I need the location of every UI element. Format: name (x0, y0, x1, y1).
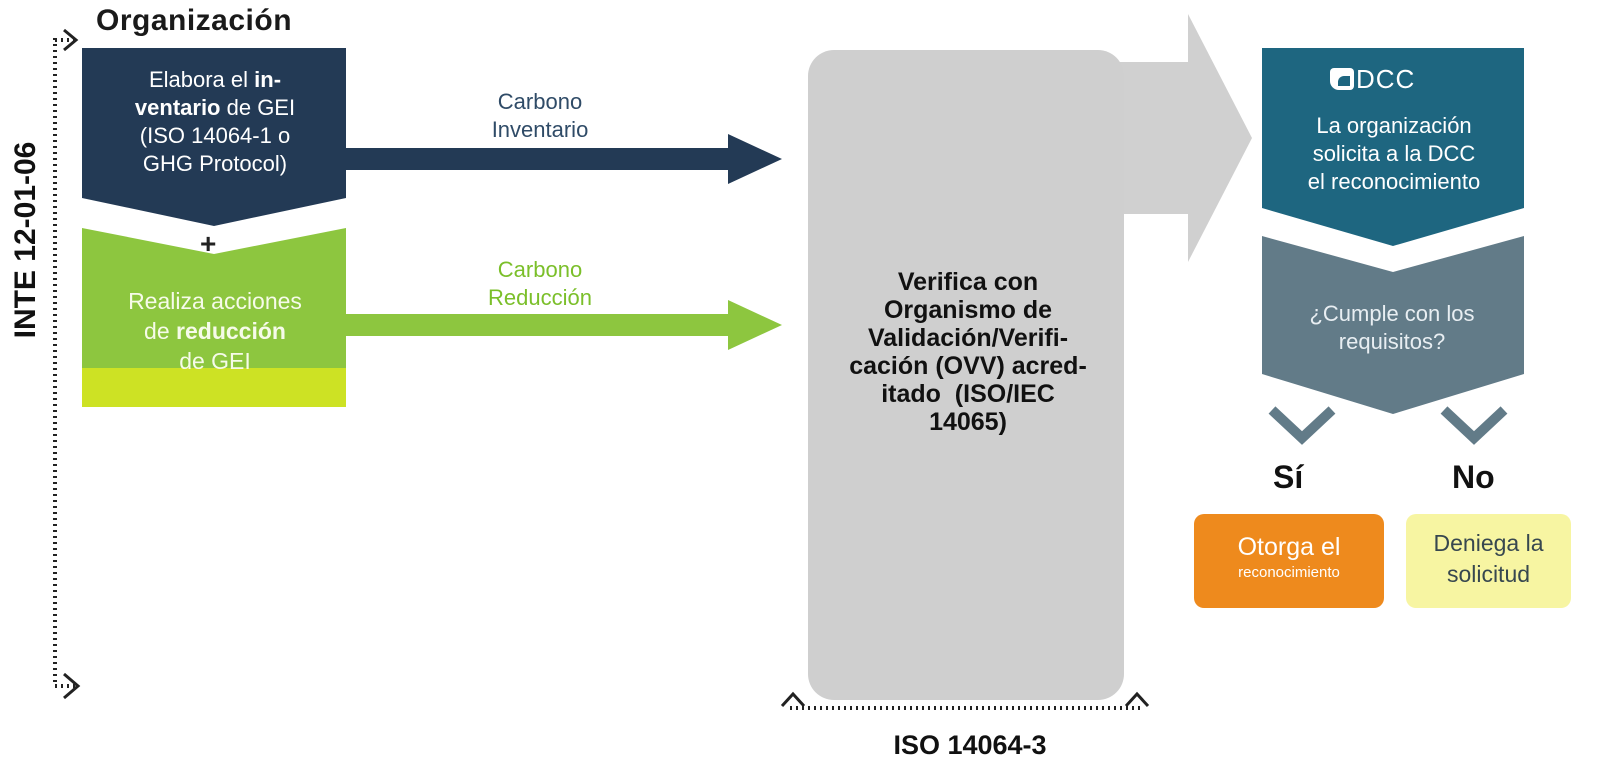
reduction-text-pre: de (144, 318, 177, 344)
dcc-text-line: el reconocimiento (1307, 169, 1481, 194)
reduction-text-line1: Realiza acciones (128, 288, 302, 314)
dcc-logo-text: DCC (1356, 64, 1416, 94)
verification-line: cación (OVV) acred- (849, 352, 1087, 380)
verification-panel (808, 50, 1124, 700)
inventory-box-text: Elabora el in- ventario de GEI (ISO 1406… (86, 66, 344, 178)
grant-line2: reconocimiento (1238, 564, 1340, 581)
requirements-text-line: requisitos? (1338, 329, 1446, 354)
dcc-box-text: La organización solicita a la DCC el rec… (1270, 112, 1518, 196)
grant-line1: Otorga el (1237, 533, 1341, 561)
reduction-arrow-head (728, 300, 782, 350)
deny-line1: Deniega la (1433, 530, 1544, 556)
verification-line: Organismo de (883, 296, 1053, 324)
inventory-text-line3: (ISO 14064-1 o (139, 123, 291, 148)
grant-recognition-box: Otorga el reconocimiento (1194, 514, 1384, 608)
reduction-arrow-shaft (346, 314, 740, 336)
dcc-text-line: La organización (1316, 113, 1472, 138)
requirements-text-line: ¿Cumple con los (1309, 301, 1475, 326)
iso-standard-label: ISO 14064-3 (893, 730, 1047, 760)
side-standard-label: INTE 12-01-06 (9, 141, 42, 339)
iso-right-chevron-icon (1124, 691, 1150, 708)
verification-line: Validación/Verifi- (867, 324, 1069, 352)
no-chevron-icon (1440, 406, 1508, 445)
inventory-text-bold2: ventario (134, 95, 221, 120)
verification-line: 14065) (929, 408, 1007, 436)
verification-line: itado (ISO/IEC (881, 380, 1055, 408)
inventory-box-shape (82, 48, 346, 226)
inventory-arrow-shaft (346, 148, 740, 170)
dcc-text-line: solicita a la DCC (1312, 141, 1476, 166)
iso-left-chevron-icon (780, 691, 806, 708)
reduction-arrow-label-line1: Carbono (497, 257, 583, 282)
verification-line: Verifica con (897, 268, 1039, 296)
requirements-box-text: ¿Cumple con los requisitos? (1262, 300, 1522, 356)
deny-line2: solicitud (1446, 561, 1531, 587)
reduction-arrow-label: Carbono Reducción (440, 256, 640, 312)
dcc-logo-icon (1330, 68, 1354, 90)
inventory-arrow-label-line1: Carbono (497, 89, 583, 114)
inventory-text-bold1: in- (254, 67, 282, 92)
reduction-box-tip (82, 368, 346, 402)
reduction-box-text: Realiza acciones de reducción de GEI (86, 286, 344, 376)
inventory-arrow-label-line2: Inventario (491, 117, 589, 142)
no-label: No (1452, 459, 1495, 495)
requirements-box-shape (1262, 236, 1524, 414)
plus-sign: + (200, 228, 217, 259)
inventory-arrow-head (728, 134, 782, 184)
inventory-text-pre: Elabora el (148, 67, 255, 92)
dcc-logo: DCC (1330, 64, 1470, 94)
reduction-text-bold: reducción (176, 318, 286, 344)
reduction-box-shape (82, 228, 346, 368)
reduction-arrow-label-line2: Reducción (488, 285, 592, 310)
big-gray-arrow (1100, 14, 1252, 262)
inventory-text-post: de GEI (220, 95, 296, 120)
bottom-chevron-icon (63, 672, 81, 700)
dcc-box-shape (1262, 48, 1524, 246)
inventory-arrow-label: Carbono Inventario (440, 88, 640, 144)
reduction-text-line3: de GEI (179, 348, 251, 374)
deny-request-box: Deniega la solicitud (1406, 514, 1571, 608)
inventory-text-line4: GHG Protocol) (142, 151, 288, 176)
yes-label: Sí (1273, 459, 1304, 495)
yes-chevron-icon (1268, 406, 1336, 445)
organization-title: Organización (96, 4, 293, 37)
top-chevron-icon (63, 28, 79, 52)
verification-text: Verifica con Organismo de Validación/Ver… (818, 268, 1118, 436)
